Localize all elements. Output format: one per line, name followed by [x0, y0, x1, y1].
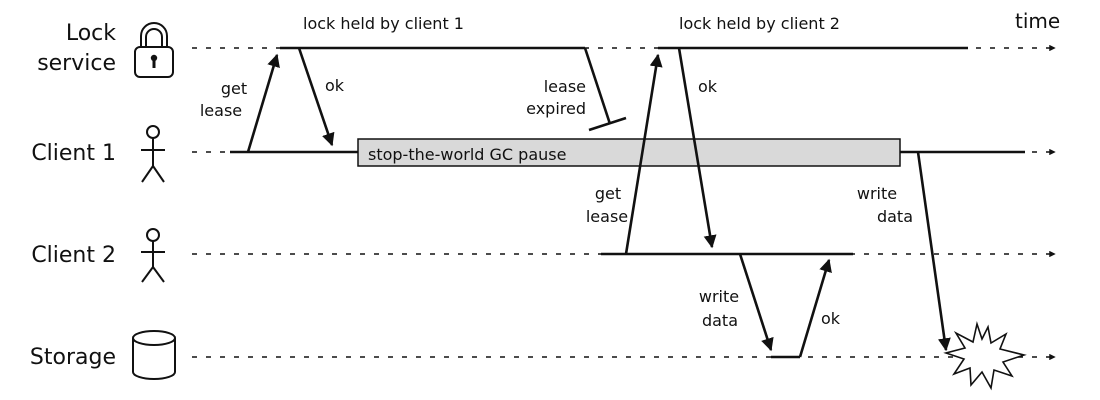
lease-expired-label-line1: lease — [544, 77, 586, 96]
storage-ok-arrow — [798, 258, 832, 358]
client2-write-data-label-line1: write — [699, 287, 739, 306]
padlock-icon — [134, 22, 174, 78]
storage-ok-label: ok — [821, 309, 841, 328]
client1-get-lease-label-line2: lease — [200, 101, 242, 120]
client2-get-lease-label-line2: lease — [586, 207, 628, 226]
client1-ok-arrow — [297, 47, 335, 147]
client1-write-data-arrow — [916, 151, 951, 352]
client2-write-data-arrow — [738, 253, 774, 352]
lane-label-lock-line1: Lock — [66, 21, 116, 46]
explosion-icon — [943, 321, 1027, 391]
lock-held-client1-label: lock held by client 1 — [303, 14, 464, 33]
lease-expired-label-line2: expired — [526, 99, 586, 118]
client1-get-lease-arrow — [246, 53, 280, 153]
client1-get-lease-label-line1: get — [221, 79, 247, 98]
client1-stick-figure-icon — [141, 125, 165, 183]
lane-label-lock-line2: service — [37, 51, 116, 76]
gc-pause-box — [357, 138, 901, 167]
client1-ok-label: ok — [325, 76, 345, 95]
time-label: time — [1015, 9, 1060, 33]
client1-write-data-label-line2: data — [877, 207, 913, 226]
client2-write-data-label-line2: data — [702, 311, 738, 330]
client2-get-lease-label-line1: get — [595, 184, 621, 203]
client1-write-data-label-line1: write — [857, 184, 897, 203]
lane-label-storage: Storage — [30, 345, 116, 370]
gc-pause-label: stop-the-world GC pause — [368, 145, 566, 164]
client2-ok-arrow — [677, 47, 717, 249]
lane-label-client2: Client 2 — [31, 243, 116, 268]
client2-stick-figure-icon — [141, 228, 165, 283]
client2-ok-label: ok — [698, 77, 718, 96]
lock-held-client2-label: lock held by client 2 — [679, 14, 840, 33]
lane-label-client1: Client 1 — [31, 141, 116, 166]
client2-get-lease-arrow — [624, 53, 663, 255]
lease-expired-cross — [588, 116, 627, 132]
storage-cylinder-icon — [132, 330, 176, 380]
lease-expired-line — [583, 47, 612, 125]
